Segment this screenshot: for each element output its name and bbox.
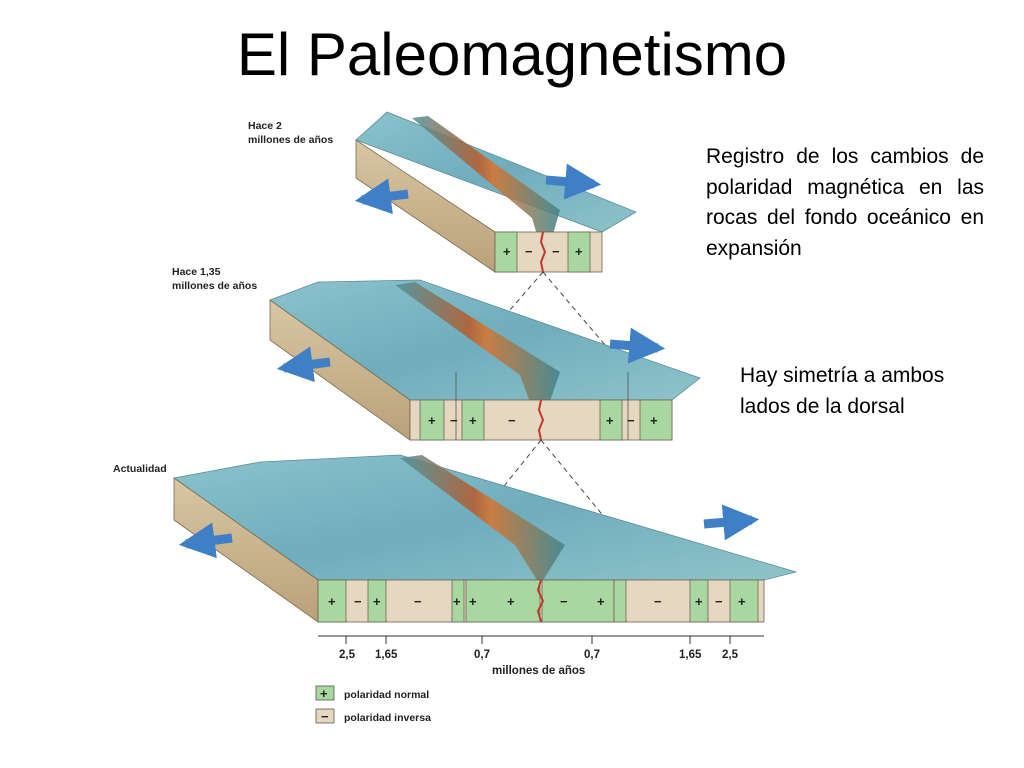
band-sign: + <box>650 413 658 428</box>
scale-tick-label: 2,5 <box>339 649 356 661</box>
band-sign: − <box>525 244 533 259</box>
spreading-arrow-left <box>178 522 233 559</box>
band-normal <box>613 579 627 623</box>
band-sign: + <box>503 244 511 259</box>
rift-crack <box>536 579 545 623</box>
band-normal <box>494 231 518 273</box>
scale-tick-label: 2,5 <box>722 649 739 661</box>
band-sign: − <box>560 594 568 609</box>
stage-label-present: Actualidad <box>113 463 167 475</box>
band-sign: + <box>328 594 336 609</box>
band-normal <box>689 579 709 623</box>
band-normal <box>599 399 623 441</box>
band-normal <box>465 579 541 623</box>
legend: + polaridad normal − polaridad inversa <box>315 685 431 724</box>
rift-crack <box>539 231 547 273</box>
scale-tick-label: 1,65 <box>375 649 398 661</box>
stage-label-2ma: Hace 2 <box>248 120 282 132</box>
stage-block-present: Actualidad + − + − + + + − + − + − + <box>113 454 798 623</box>
band-sign: + <box>597 594 605 609</box>
band-sign: − <box>354 594 362 609</box>
band-sign: − <box>450 413 458 428</box>
stage-sublabel-135ma: millones de años <box>172 280 257 292</box>
scale-label: millones de años <box>492 665 585 677</box>
time-scale: 2,5 1,65 0,7 0,7 1,65 2,5 millones de añ… <box>318 635 764 677</box>
band-sign: − <box>654 594 662 609</box>
stage-label-135ma: Hace 1,35 <box>172 266 221 278</box>
stage-sublabel-2ma: millones de años <box>248 134 333 146</box>
slide-title: El Paleomagnetismo <box>236 21 788 88</box>
band-normal <box>541 579 615 623</box>
spreading-arrow-right <box>703 504 760 541</box>
legend-swatch-normal <box>315 685 335 701</box>
description-polarity-record: Registro de los cambios de polaridad mag… <box>706 145 984 260</box>
band-sign: + <box>738 594 746 609</box>
legend-text-inversa: polaridad inversa <box>344 712 431 724</box>
band-sign: + <box>695 594 703 609</box>
stage-block-135ma: Hace 1,35 millones de años + − + − + − + <box>172 266 701 441</box>
band-normal <box>567 231 591 273</box>
band-sign: + <box>469 594 477 609</box>
rift-crack <box>537 399 545 441</box>
spreading-arrow-left <box>354 178 409 215</box>
band-sign: − <box>508 413 516 428</box>
band-sign: + <box>373 594 381 609</box>
band-normal <box>317 579 347 623</box>
guide-line <box>540 439 629 547</box>
scale-tick-label: 1,65 <box>679 649 702 661</box>
legend-sign: + <box>320 686 328 701</box>
band-sign: + <box>606 413 614 428</box>
mid-ocean-ridge <box>400 455 565 585</box>
band-sign: − <box>414 594 422 609</box>
band-normal <box>419 399 445 441</box>
band-normal <box>451 579 465 623</box>
band-normal <box>367 579 387 623</box>
spreading-arrow-right <box>609 327 666 364</box>
description-symmetry: Hay simetría a ambos lados de la dorsal <box>740 364 945 418</box>
band-sign: − <box>627 413 635 428</box>
legend-sign: − <box>321 709 329 724</box>
band-sign: + <box>575 244 583 259</box>
band-normal <box>639 399 673 441</box>
scale-tick-label: 0,7 <box>474 649 490 661</box>
band-sign: + <box>507 594 515 609</box>
spreading-arrow-left <box>276 346 331 383</box>
scale-tick-label: 0,7 <box>584 649 600 661</box>
legend-text-normal: polaridad normal <box>344 689 429 701</box>
band-sign: + <box>453 594 461 609</box>
band-sign: − <box>552 244 560 259</box>
legend-swatch-inversa <box>315 708 335 724</box>
stage-block-2ma: Hace 2 millones de años + − − + <box>248 111 637 273</box>
band-normal <box>461 399 485 441</box>
spreading-arrow-right <box>545 163 602 200</box>
band-sign: + <box>469 413 477 428</box>
band-sign: + <box>428 413 436 428</box>
band-sign: − <box>715 594 723 609</box>
band-normal <box>729 579 759 623</box>
